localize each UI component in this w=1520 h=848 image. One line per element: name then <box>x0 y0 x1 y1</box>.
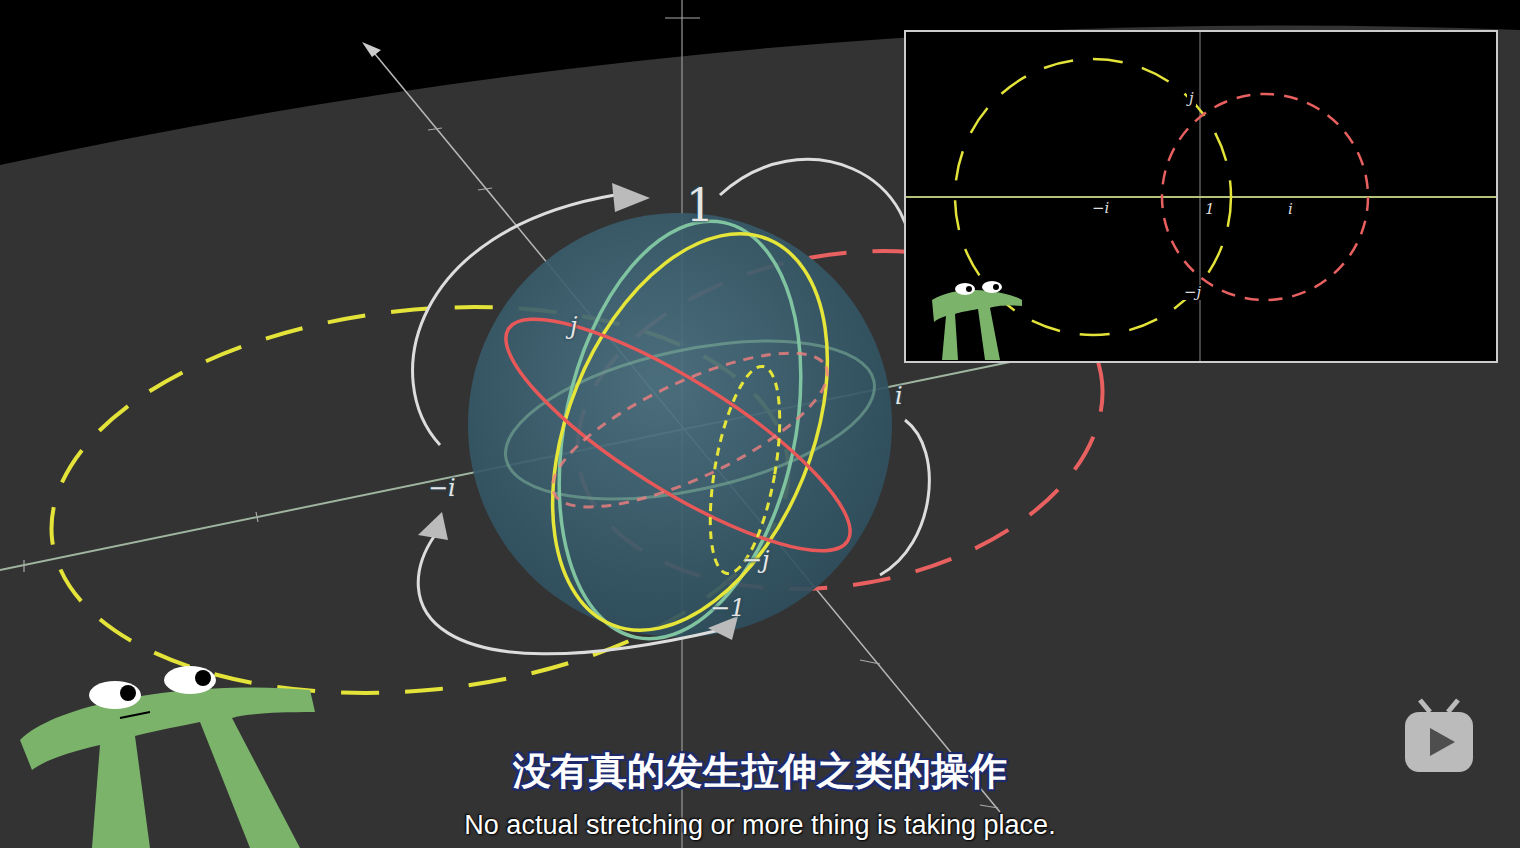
rotation-arrow <box>413 159 930 653</box>
rotation-arrowhead <box>418 183 738 640</box>
play-icon <box>1405 700 1473 772</box>
axis-label: −i <box>428 476 456 500</box>
great-circle <box>523 199 836 662</box>
sphere <box>468 213 892 637</box>
ground-plane <box>0 25 1520 848</box>
axis-arrow <box>362 42 381 57</box>
axis-label: j <box>1187 91 1196 106</box>
hidden-circle <box>534 323 846 537</box>
axis-label: j <box>570 314 577 338</box>
great-circle <box>499 193 881 670</box>
axis-label: −1 <box>710 596 745 620</box>
axis-label: −j <box>1182 285 1203 300</box>
subtitle: 没有真的发生拉伸之类的操作 <box>513 752 1007 790</box>
axis-label: −i <box>1090 201 1111 216</box>
axis-label: −j <box>742 548 770 572</box>
subtitle: No actual stretching or more thing is ta… <box>464 812 1055 839</box>
great-circle <box>479 282 877 587</box>
axis-ticks <box>24 18 998 808</box>
inset-panel: j −i 1 i −j <box>905 31 1497 362</box>
axis-label: 1 <box>1203 202 1217 217</box>
axis-label: 1 <box>686 184 714 228</box>
hidden-circle <box>697 361 793 578</box>
pi-creature <box>20 666 315 848</box>
axis-label: i <box>1286 202 1295 217</box>
axis-label: i <box>895 384 903 408</box>
inset-illustration <box>905 31 1497 362</box>
